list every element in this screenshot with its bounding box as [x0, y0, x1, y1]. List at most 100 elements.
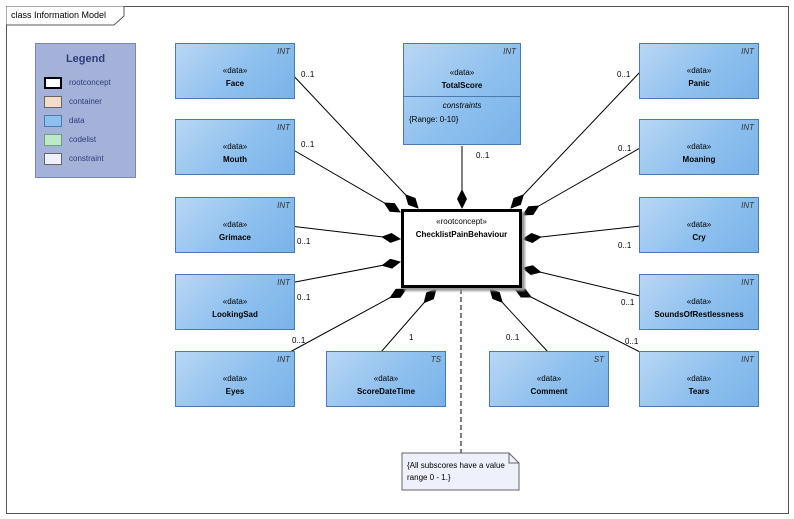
class-soundsofrestlessness[interactable]: INT «data» SoundsOfRestlessness [639, 274, 759, 330]
legend-label: constraint [69, 154, 104, 163]
legend-swatch-constraint [44, 153, 62, 165]
link-face [289, 71, 419, 209]
legend-title: Legend [65, 53, 106, 65]
class-name: SoundsOfRestlessness [654, 310, 744, 319]
class-name: Panic [688, 79, 710, 88]
type-tag: INT [741, 201, 754, 210]
constraint-text: {Range: 0-10} [409, 115, 459, 124]
class-comment[interactable]: ST «data» Comment [489, 351, 609, 407]
link-comment [489, 288, 549, 353]
legend-swatch-data [44, 115, 62, 127]
mult-panic: 0..1 [617, 70, 631, 79]
class-moaning[interactable]: INT «data» Moaning [639, 119, 759, 175]
class-name: Tears [688, 387, 710, 396]
class-lookingsad[interactable]: INT «data» LookingSad [175, 274, 295, 330]
class-name: LookingSad [212, 310, 258, 319]
link-eyes [289, 288, 407, 353]
mult-grimace: 0..1 [297, 237, 311, 246]
legend-label: container [69, 97, 102, 106]
class-name: Moaning [682, 155, 716, 164]
legend-label: rootconcept [69, 78, 111, 87]
stereotype: «data» [222, 297, 248, 306]
type-tag: INT [741, 47, 754, 56]
mult-soundsofrestlessness: 0..1 [621, 298, 635, 307]
legend-panel: Legend rootconcept container data codeli… [35, 43, 136, 178]
type-tag: ST [593, 355, 604, 364]
type-tag: INT [277, 278, 290, 287]
legend-label: data [69, 116, 85, 125]
mult-eyes: 0..1 [292, 336, 306, 345]
stereotype: «data» [536, 374, 562, 383]
diagram-frame [6, 6, 789, 514]
class-tears[interactable]: INT «data» Tears [639, 351, 759, 407]
stereotype: «data» [373, 374, 399, 383]
legend-label: codelist [69, 135, 97, 144]
mult-lookingsad: 0..1 [297, 293, 311, 302]
link-tears [514, 288, 641, 353]
note-text[interactable]: {All subscores have a value range 0 - 1.… [407, 461, 505, 482]
class-name: Comment [530, 387, 568, 396]
link-lookingsad [289, 258, 401, 284]
root-class-checklistpainbehaviour[interactable]: «rootconcept» ChecklistPainBehaviour [401, 209, 522, 288]
stereotype: «data» [222, 142, 248, 151]
class-totalscore[interactable]: INT «data» TotalScore constraints {Range… [403, 43, 521, 145]
type-tag: TS [430, 355, 441, 364]
class-name: Mouth [223, 155, 247, 164]
type-tag: INT [277, 123, 290, 132]
mult-comment: 0..1 [506, 333, 520, 342]
mult-moaning: 0..1 [618, 144, 632, 153]
class-grimace[interactable]: INT «data» Grimace [175, 197, 295, 253]
type-tag: INT [503, 47, 516, 56]
link-soundsofrestlessness [522, 265, 641, 297]
type-tag: INT [277, 201, 290, 210]
mult-cry: 0..1 [618, 241, 632, 250]
constraints-label: constraints [442, 101, 482, 110]
type-tag: INT [277, 47, 290, 56]
frame-tab [6, 6, 125, 26]
compartment-divider [404, 96, 520, 97]
class-name: Eyes [225, 387, 245, 396]
class-scoredatetime[interactable]: TS «data» ScoreDateTime [326, 351, 446, 407]
type-tag: INT [741, 278, 754, 287]
class-name: ScoreDateTime [356, 387, 416, 396]
link-cry [522, 225, 641, 243]
link-moaning [522, 147, 641, 216]
legend-swatch-rootconcept [44, 77, 62, 89]
class-face[interactable]: INT «data» Face [175, 43, 295, 99]
stereotype: «data» [686, 220, 712, 229]
link-scoredatetime [380, 288, 437, 353]
stereotype: «data» [222, 220, 248, 229]
mult-mouth: 0..1 [301, 140, 315, 149]
class-eyes[interactable]: INT «data» Eyes [175, 351, 295, 407]
stereotype: «rootconcept» [436, 217, 487, 226]
type-tag: INT [741, 123, 754, 132]
mult-tears: 0..1 [625, 337, 639, 346]
stereotype: «data» [222, 66, 248, 75]
legend-swatch-container [44, 96, 62, 108]
stereotype: «data» [449, 68, 475, 77]
class-name: Face [225, 79, 245, 88]
mult-face: 0..1 [301, 70, 315, 79]
type-tag: INT [741, 355, 754, 364]
stereotype: «data» [686, 142, 712, 151]
class-name: Cry [692, 233, 706, 242]
stereotype: «data» [686, 66, 712, 75]
link-mouth [289, 147, 401, 213]
mult-totalscore: 0..1 [476, 151, 490, 160]
legend-swatch-codelist [44, 134, 62, 146]
link-panic [510, 71, 641, 209]
class-name: TotalScore [441, 81, 483, 90]
class-name: ChecklistPainBehaviour [415, 230, 508, 239]
stereotype: «data» [222, 374, 248, 383]
link-grimace [289, 225, 401, 243]
class-panic[interactable]: INT «data» Panic [639, 43, 759, 99]
type-tag: INT [277, 355, 290, 364]
class-mouth[interactable]: INT «data» Mouth [175, 119, 295, 175]
stereotype: «data» [686, 297, 712, 306]
stereotype: «data» [686, 374, 712, 383]
class-cry[interactable]: INT «data» Cry [639, 197, 759, 253]
class-name: Grimace [218, 233, 252, 242]
mult-scoredatetime: 1 [409, 333, 414, 342]
frame-title: class Information Model [11, 10, 107, 20]
